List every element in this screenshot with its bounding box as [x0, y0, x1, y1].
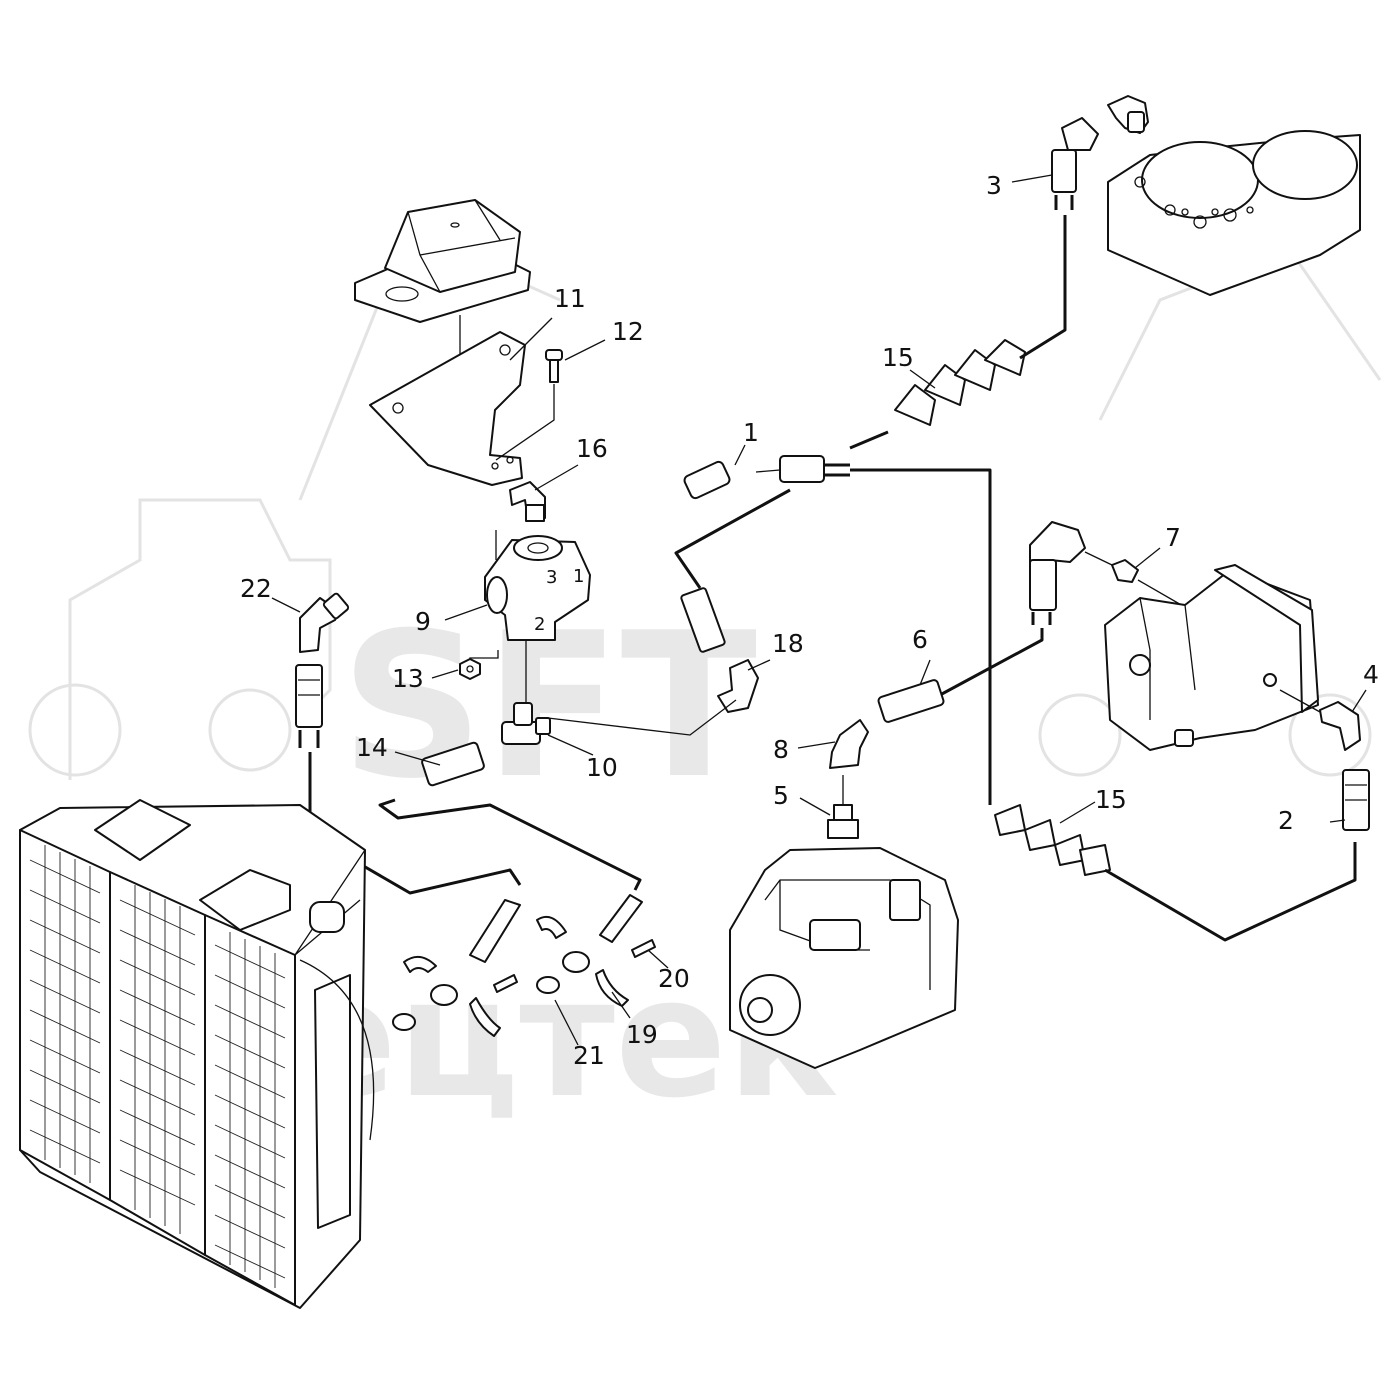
engine-block: [1107, 130, 1361, 296]
callout-6: 6: [912, 625, 928, 654]
callout-7: 7: [1165, 523, 1181, 552]
elbow-fitting-part-8: [829, 719, 869, 769]
callout-3: 3: [986, 171, 1002, 200]
callout-18: 18: [772, 629, 804, 658]
callout-9: 9: [415, 607, 431, 636]
valve-block-part-9: [469, 530, 591, 705]
fitting-part-1: [683, 455, 850, 500]
valve-port-3-label: 3: [546, 567, 557, 588]
split-flange-part-19: [403, 916, 629, 1037]
o-ring-part-21: [392, 976, 560, 1031]
tee-fitting-part-10: [501, 702, 551, 745]
elbow-fitting-part-16: [509, 481, 546, 522]
hose-to-radiator: [378, 741, 643, 963]
callout-10: 10: [586, 753, 618, 782]
hydraulic-motor: [1104, 564, 1319, 751]
callout-14: 14: [356, 733, 388, 762]
callout-15-lower: 15: [1095, 785, 1127, 814]
engine-mount-part: [354, 199, 531, 486]
callout-12: 12: [612, 317, 644, 346]
elbow-fitting-part-22: [299, 592, 350, 653]
callout-2: 2: [1278, 806, 1294, 835]
elbow-hose-part-6-upper: [939, 521, 1086, 697]
valve-port-1-label: 1: [573, 566, 584, 587]
hydraulic-pump: [729, 847, 959, 1069]
elbow-fitting-part-4: [1279, 689, 1361, 751]
callout-15-upper: 15: [882, 343, 914, 372]
callout-labels: 1 2 3 4 5 6 7 8 9 10 11 12 13 14 15 15 1…: [240, 171, 1379, 1070]
hose-part-14: [295, 664, 522, 895]
nut-part-13: [459, 658, 481, 680]
elbow-fitting-top: [1107, 95, 1149, 134]
hose-part-18: [547, 488, 791, 736]
flange-fitting: [430, 951, 590, 1006]
radiator-unit: [19, 799, 375, 1309]
fitting-part-5: [827, 775, 859, 839]
watermark: SFT Спецтек: [28, 248, 1382, 1134]
hose-guard-part-15-upper: [849, 215, 1067, 450]
callout-22: 22: [240, 574, 272, 603]
valve-port-2-label: 2: [534, 614, 545, 635]
callout-13: 13: [392, 664, 424, 693]
callout-5: 5: [773, 781, 789, 810]
bolt-part-20: [493, 939, 656, 993]
callout-20: 20: [658, 964, 690, 993]
bolt-part-12: [495, 349, 563, 461]
callout-19: 19: [626, 1020, 658, 1049]
callout-11: 11: [554, 284, 586, 313]
callout-1: 1: [743, 418, 759, 447]
leader-lines: [271, 174, 1367, 1046]
callout-4: 4: [1363, 660, 1379, 689]
fitting-part-7: [1084, 551, 1191, 611]
callout-16: 16: [576, 434, 608, 463]
hose-guard-part-15-lower: [850, 468, 1357, 942]
hose-part-2: [1342, 769, 1370, 831]
hose-part-6: [877, 679, 945, 723]
callout-21: 21: [573, 1041, 605, 1070]
hose-part-3: [1051, 117, 1099, 210]
callout-8: 8: [773, 735, 789, 764]
